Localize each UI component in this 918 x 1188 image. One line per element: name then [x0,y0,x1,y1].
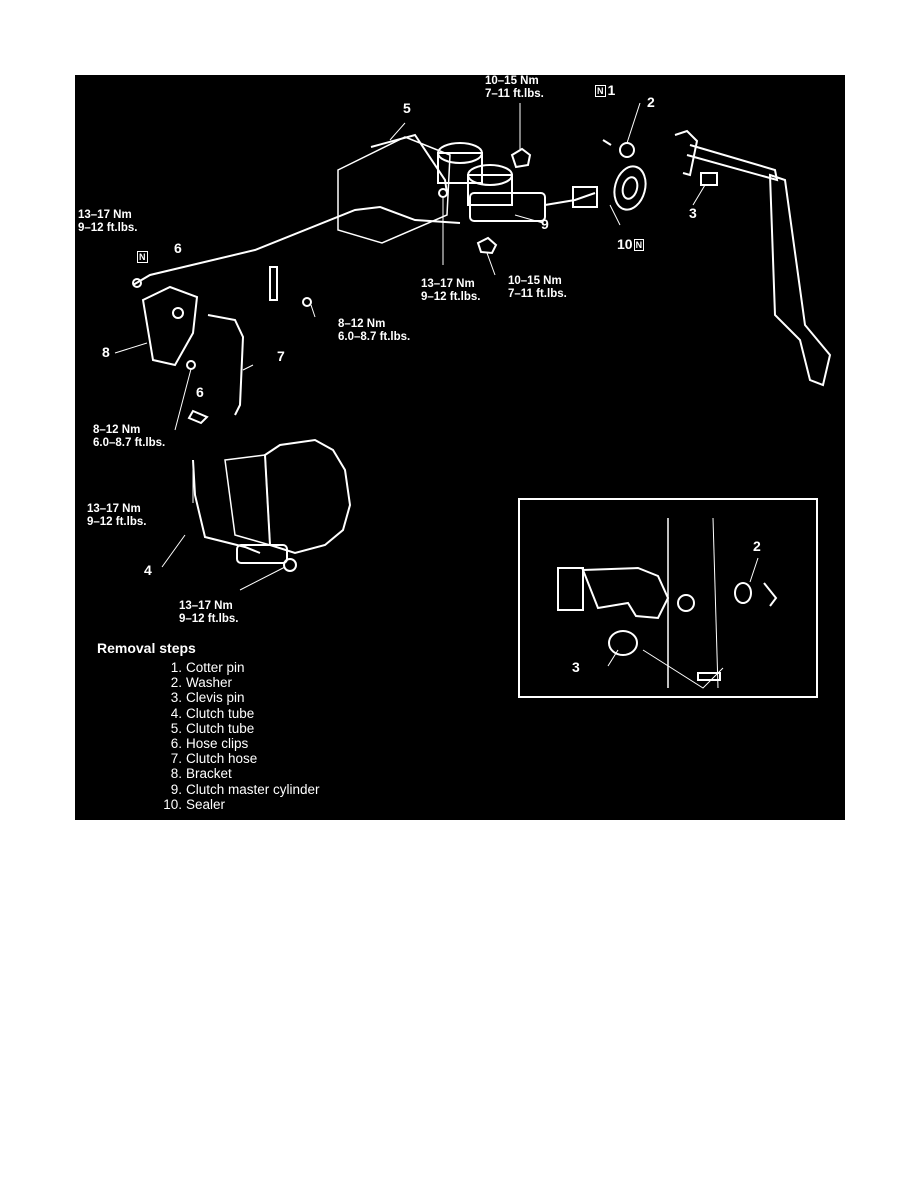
mount-nut-top [510,147,532,169]
callout-6-tube: 6 [174,240,182,256]
clutch-housing [224,454,271,547]
transmission-housing [263,438,352,555]
torque-slave-ftlbs: 9–12 ft.lbs. [179,613,239,625]
torque-tube4-end-nm: 13–17 Nm [87,503,141,515]
detail-push-rod [557,567,584,611]
clevis-pin [700,172,718,186]
callout-3: 3 [689,205,697,221]
removal-step: 1.Cotter pin [170,660,245,675]
sealer [613,165,647,211]
hose-clip-top [269,266,278,301]
pedal-pivot-shaft [686,144,779,182]
firewall-plate [337,136,451,244]
callout-9: 9 [541,216,549,232]
cotter-pin [602,139,612,146]
callout-6-clip: 6 [196,384,204,400]
torque-tube-joint: 13–17 Nm 9–12 ft.lbs. [421,278,480,304]
detail-panel-edge [712,517,719,689]
callout-1-num: 1 [607,82,616,98]
removal-steps-title: Removal steps [97,640,196,656]
clutch-tube-6 [132,205,461,286]
torque-master-bottom-ftlbs: 7–11 ft.lbs. [508,288,567,300]
torque-tube-end-left-ftlbs: 9–12 ft.lbs. [78,222,138,234]
detail-callout-2: 2 [753,538,761,554]
torque-bolt-lower-nm: 8–12 Nm [93,424,141,436]
torque-master-bottom: 10–15 Nm 7–11 ft.lbs. [508,275,567,301]
washer [619,142,635,158]
bolt-upper [302,297,312,307]
tube-6-fitting [132,278,142,288]
removal-step: 6.Hose clips [170,736,249,752]
torque-master-top-nm: 10–15 Nm [485,75,539,87]
torque-master-bottom-nm: 10–15 Nm [508,275,562,287]
pedal-bracket [674,129,699,177]
callout-5: 5 [403,100,411,116]
torque-tube-end-left: 13–17 Nm 9–12 ft.lbs. [78,209,137,235]
n-marker-tube-box: N [137,251,148,263]
bracket [141,285,199,367]
clutch-tube-4 [192,459,261,554]
torque-bolt-upper-ftlbs: 6.0–8.7 ft.lbs. [338,331,411,343]
callout-7: 7 [277,348,285,364]
detail-clevis-hole [677,594,695,612]
torque-tube-end-left-nm: 13–17 Nm [78,209,132,221]
removal-step: 7.Clutch hose [170,751,258,767]
tube-joint-nut [438,188,448,198]
n-marker-10: N [633,239,645,251]
bolt-lower [186,360,196,370]
detail-yoke [581,566,670,620]
reservoir-front [467,174,513,206]
callout-10-num: 10 [617,236,633,252]
clutch-tube-5 [370,133,448,194]
torque-bolt-lower: 8–12 Nm 6.0–8.7 ft.lbs. [93,424,165,450]
bracket-hole [172,307,184,319]
sealer-hole [621,176,639,200]
removal-step: 10.Sealer [163,796,226,812]
torque-tube4-end: 13–17 Nm 9–12 ft.lbs. [87,503,146,529]
reservoir-rear [437,152,483,184]
torque-master-top: 10–15 Nm 7–11 ft.lbs. [485,75,544,101]
torque-master-top-ftlbs: 7–11 ft.lbs. [485,88,544,100]
torque-tube4-end-ftlbs: 9–12 ft.lbs. [87,516,147,528]
removal-step: 4.Clutch tube [170,705,255,721]
push-rod-yoke [572,186,598,208]
torque-bolt-upper: 8–12 Nm 6.0–8.7 ft.lbs. [338,318,410,344]
removal-step: 5.Clutch tube [170,720,255,736]
detail-washer [734,582,752,604]
removal-step: 2.Washer [170,675,233,691]
removal-steps-list: 1.Cotter pin 2.Washer 3.Clevis pin 4.Clu… [160,660,320,812]
torque-tube-joint-ftlbs: 9–12 ft.lbs. [421,291,481,303]
removal-step: 9.Clutch master cylinder [170,781,320,797]
n-marker-tube: N [137,251,150,264]
torque-bolt-lower-ftlbs: 6.0–8.7 ft.lbs. [93,437,166,449]
pedal-arm [768,173,832,387]
torque-tube-joint-nm: 13–17 Nm [421,278,475,290]
detail-callout-3: 3 [572,659,580,675]
torque-bolt-upper-nm: 8–12 Nm [338,318,386,330]
torque-slave: 13–17 Nm 9–12 ft.lbs. [179,600,238,626]
detail-grease-marker [697,672,721,681]
master-cylinder-body [469,192,546,222]
diagram-artwork [114,102,832,689]
torque-slave-nm: 13–17 Nm [179,600,233,612]
detail-clevis-pin [608,630,638,656]
callout-2: 2 [647,94,655,110]
removal-step: 3.Clevis pin [170,690,245,706]
removal-step: 8.Bracket [170,766,232,782]
slave-cylinder [236,544,288,564]
slave-fitting [283,558,297,572]
callout-8: 8 [102,344,110,360]
detail-cotter-pin [763,582,778,607]
mount-nut-bottom [476,236,498,255]
hose-clip [187,409,209,425]
detail-inset: 2 3 [518,498,818,698]
clutch-hose [207,314,245,416]
n-marker-1: N [595,85,606,97]
push-rod [544,192,596,206]
callout-4: 4 [144,562,152,578]
